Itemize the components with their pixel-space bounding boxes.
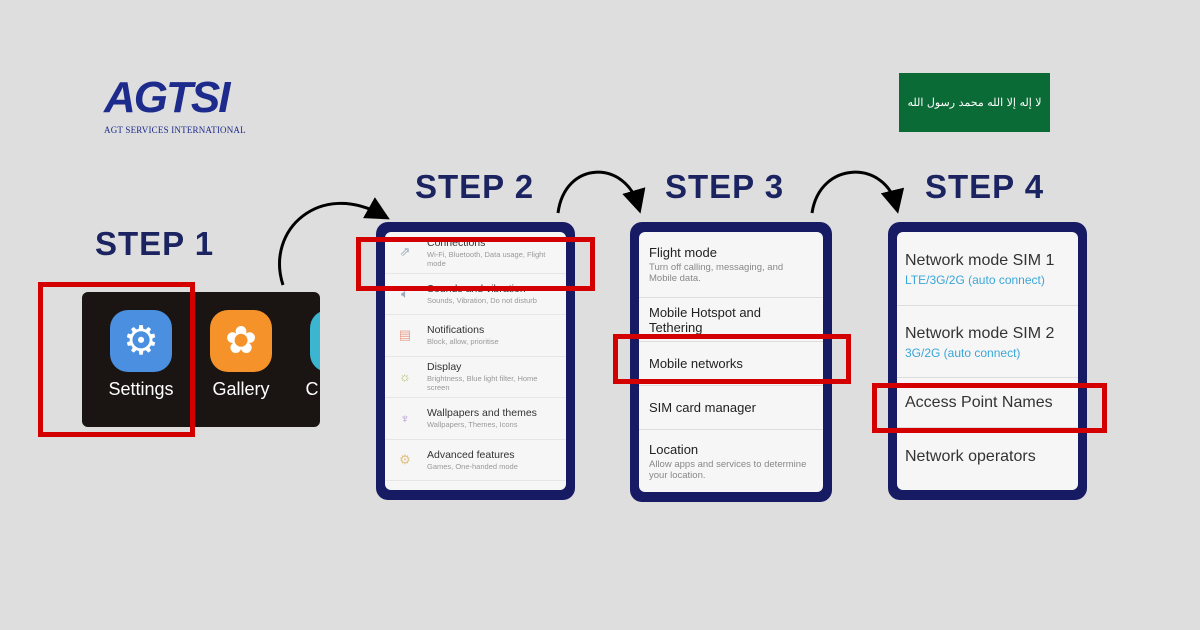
item-desc: 3G/2G (auto connect) (905, 345, 1021, 360)
network-mode-sim1[interactable]: Network mode SIM 1 LTE/3G/2G (auto connec… (897, 232, 1078, 306)
flower-icon: ✿ (225, 320, 257, 362)
item-title: Network operators (905, 447, 1036, 465)
gear-icon: ⚙ (123, 319, 159, 363)
settings-app-label[interactable]: Settings (108, 379, 174, 399)
phone-step4: Network mode SIM 1 LTE/3G/2G (auto connec… (888, 222, 1087, 500)
notifications-icon: ▤ (398, 327, 412, 343)
highlight-access-point-names (872, 383, 1107, 433)
item-title: Network mode SIM 2 (905, 324, 1055, 342)
highlight-connections (356, 237, 595, 291)
network-operators[interactable]: Network operators (897, 428, 1078, 484)
item-desc: Sounds, Vibration, Do not disturb (427, 295, 537, 305)
item-title: Flight mode (649, 245, 717, 260)
settings-app-icon[interactable]: ⚙ (110, 310, 172, 372)
step-2-label: STEP 2 (415, 168, 535, 205)
app-label[interactable]: C (305, 379, 319, 399)
item-title: Access Point Names (905, 394, 1053, 411)
item-title: SIM card manager (649, 400, 756, 415)
connections-item-hotspot[interactable]: Mobile Hotspot and Tethering (639, 298, 823, 342)
item-desc: Wallpapers, Themes, Icons (427, 420, 518, 430)
arrow-step1-to-2 (278, 197, 390, 286)
connections-item-sim-manager[interactable]: SIM card manager (639, 386, 823, 430)
display-icon: ☼ (399, 369, 411, 385)
item-desc: Wi-Fi, Bluetooth, Data usage, Flight mod… (427, 249, 546, 268)
item-title: Wallpapers and themes (427, 407, 537, 420)
network-mode-sim2[interactable]: Network mode SIM 2 3G/2G (auto connect) (897, 306, 1078, 378)
gallery-app-icon[interactable]: ✿ (210, 310, 272, 372)
step-4-label: STEP 4 (925, 168, 1045, 205)
step-3-label: STEP 3 (665, 168, 785, 205)
connections-icon: ⇗ (399, 244, 411, 260)
highlight-mobile-networks (613, 334, 851, 384)
app-icon[interactable] (310, 310, 320, 372)
flag-shahada: لا إله إلا الله محمد رسول الله (907, 96, 1042, 109)
connections-item-mobile-networks[interactable]: Mobile networks (639, 342, 823, 386)
advanced-gear-icon: ⚙ (399, 451, 411, 467)
home-screen-apps: ⚙ Settings ✿ Gallery C (82, 292, 320, 427)
access-point-names[interactable]: Access Point Names (897, 378, 1078, 428)
logo-tagline: AGT SERVICES INTERNATIONAL (104, 125, 246, 135)
gallery-app-label[interactable]: Gallery (212, 379, 270, 399)
item-title: Location (649, 441, 699, 457)
item-title: Display (427, 361, 462, 374)
arrow-step3-to-4 (810, 170, 905, 214)
logo-name: AGTSI (104, 73, 230, 122)
agtsi-logo: AGTSI AGT SERVICES INTERNATIONAL (104, 72, 264, 136)
item-title: Mobile Hotspot and Tethering (649, 304, 762, 335)
speaker-icon: 🔈︎ (401, 285, 409, 301)
item-desc: Allow apps and services to determine you… (649, 458, 807, 481)
item-desc: Brightness, Blue light filter, Home scre… (427, 374, 538, 393)
item-desc: Block, allow, prioritise (427, 337, 499, 347)
brush-icon: ♆ (400, 410, 410, 426)
saudi-flag: لا إله إلا الله محمد رسول الله (899, 73, 1050, 132)
item-title: Network mode SIM 1 (905, 251, 1055, 269)
item-desc: LTE/3G/2G (auto connect) (905, 272, 1045, 287)
step-1-label: STEP 1 (95, 225, 215, 262)
item-desc: Games, One-handed mode (427, 461, 518, 471)
item-title: Advanced features (427, 448, 515, 461)
item-title: Mobile networks (649, 356, 743, 371)
mobile-networks-list: Network mode SIM 1 LTE/3G/2G (auto connec… (897, 232, 1078, 490)
item-title: Notifications (427, 324, 485, 337)
highlight-settings (38, 282, 195, 437)
item-desc: Turn off calling, messaging, and Mobile … (649, 262, 784, 284)
arrow-step2-to-3 (556, 170, 646, 214)
